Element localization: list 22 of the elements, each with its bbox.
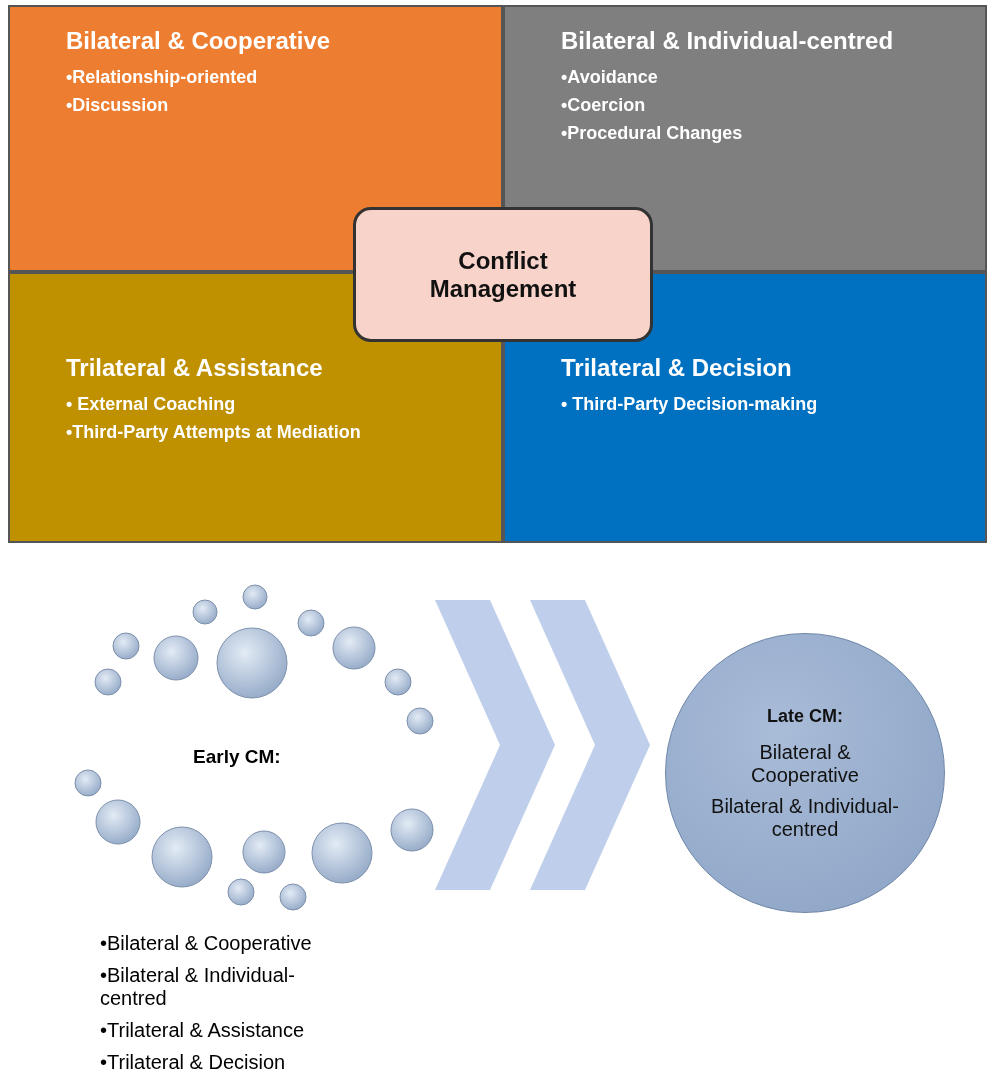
bullet-item: • Third-Party Decision-making <box>561 394 818 415</box>
bullet-item: •Avoidance <box>561 67 658 88</box>
bullet-item: •Trilateral & Decision <box>100 1051 287 1074</box>
bullet-item: •Discussion <box>66 95 169 116</box>
bullet-item: • External Coaching <box>66 394 236 415</box>
quadrant-heading: Bilateral & Cooperative <box>66 27 331 55</box>
bullet-item: •Trilateral & Assistance <box>100 1019 306 1042</box>
quadrant-heading: Trilateral & Decision <box>561 354 792 382</box>
stage-heading: Early CM: <box>193 746 281 768</box>
center-box: Conflict Management <box>353 207 653 342</box>
quadrant-heading: Bilateral & Individual-centred <box>561 27 894 55</box>
bullet-item: •Bilateral & Cooperative <box>100 932 313 955</box>
chevron-arrow <box>435 600 650 890</box>
bullet-item: •Third-Party Attempts at Mediation <box>66 422 361 443</box>
bullet-item: •Bilateral & Individual-centred <box>100 964 296 1010</box>
stage-item: Bilateral & Cooperative <box>750 740 860 787</box>
quadrant-heading: Trilateral & Assistance <box>66 354 323 382</box>
bullet-item: •Procedural Changes <box>561 123 743 144</box>
stage-item: Bilateral & Individual-centred <box>710 794 900 841</box>
stage-heading: Late CM: <box>766 705 844 727</box>
bullet-item: •Coercion <box>561 95 646 116</box>
bullet-item: •Relationship-oriented <box>66 67 258 88</box>
